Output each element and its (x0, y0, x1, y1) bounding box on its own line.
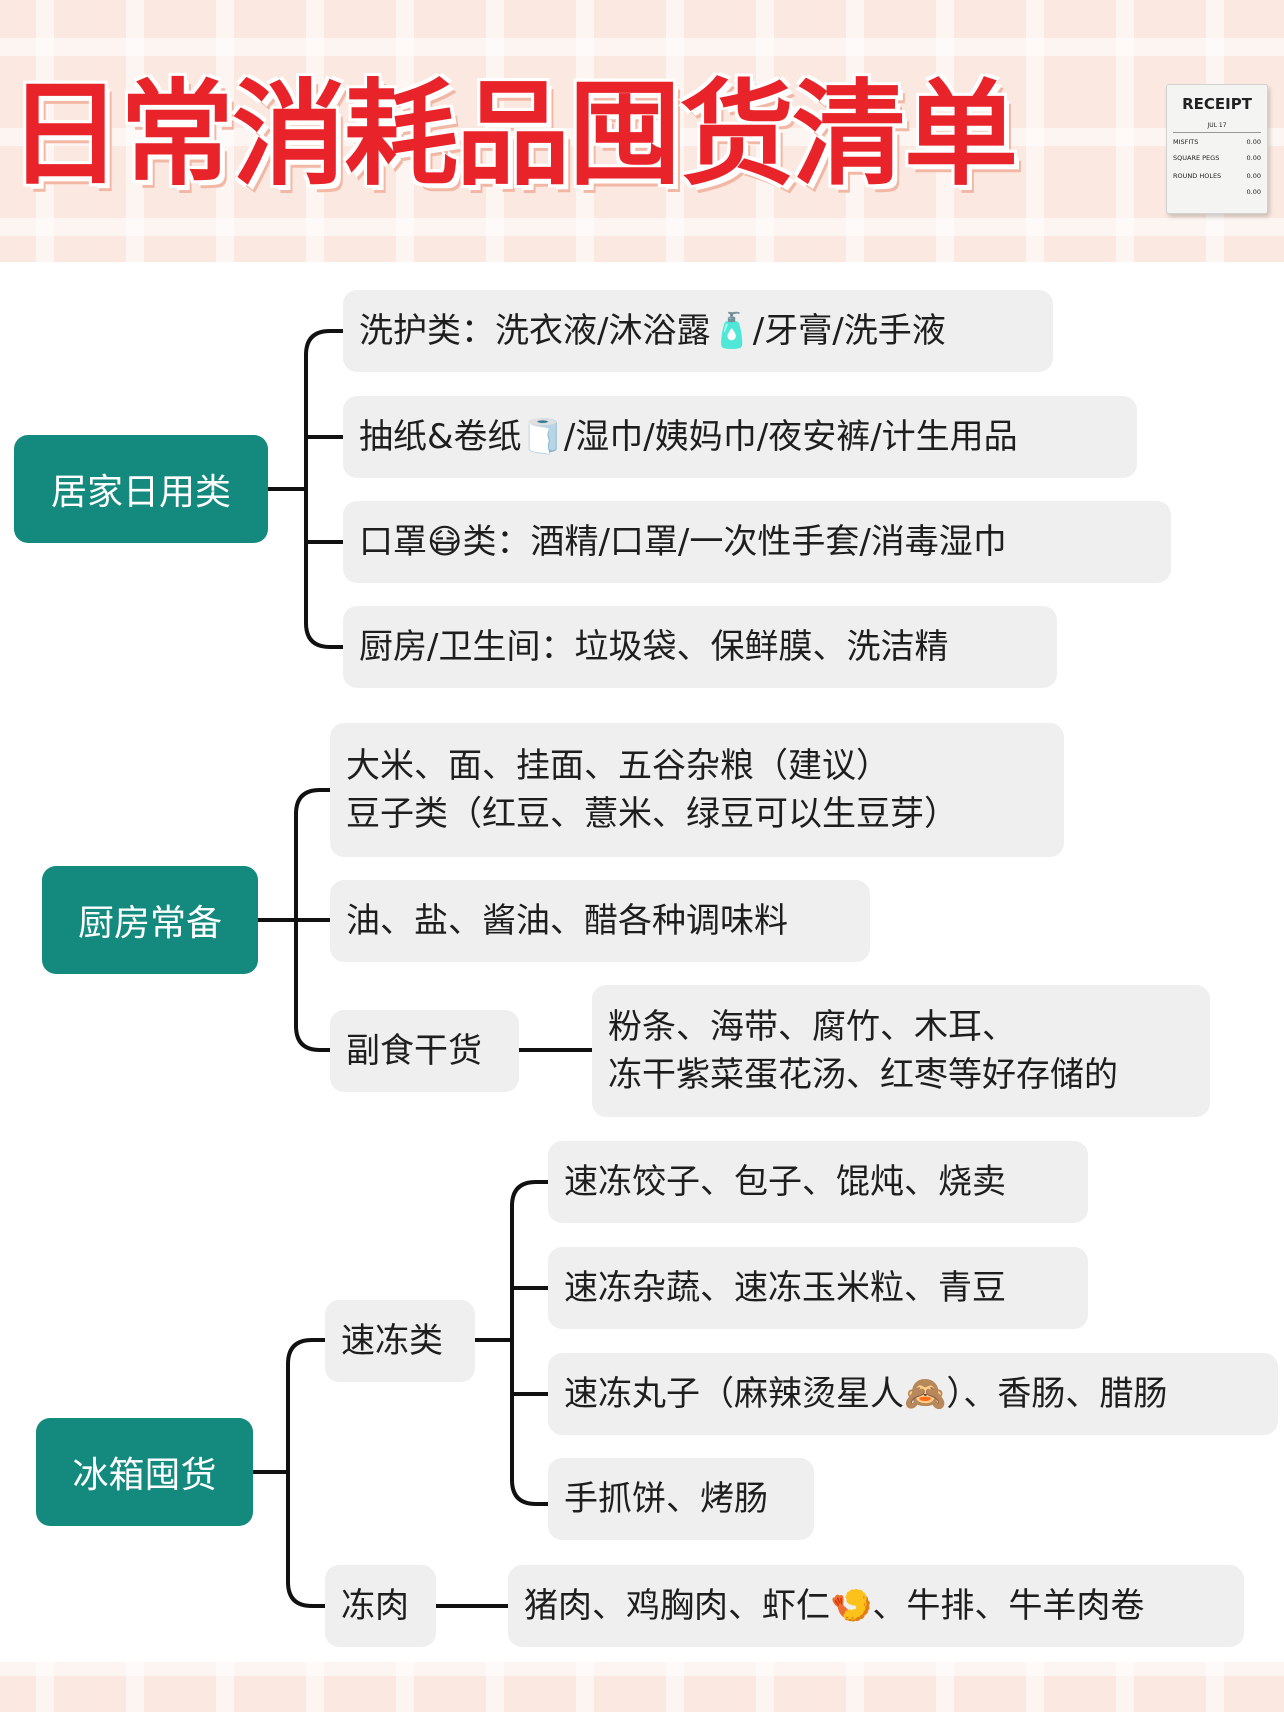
item-dry-goods-detail: 粉条、海带、腐竹、木耳、 冻干紫菜蛋花汤、红枣等好存储的 (592, 985, 1210, 1117)
item-kitchen-bathroom: 厨房/卫生间：垃圾袋、保鲜膜、洗洁精 (343, 606, 1057, 688)
item-dry-goods-line: 粉条、海带、腐竹、木耳、 (608, 1003, 1016, 1051)
item-pancakes-sausage: 手抓饼、烤肠 (548, 1458, 814, 1540)
item-frozen-meat: 冻肉 (325, 1565, 436, 1647)
receipt-heading: RECEIPT (1167, 95, 1267, 113)
item-frozen-dumplings: 速冻饺子、包子、馄炖、烧卖 (548, 1141, 1088, 1223)
item-frozen-meatballs: 速冻丸子（麻辣烫星人🙈）、香肠、腊肠 (548, 1353, 1278, 1435)
group-kitchen-staples: 厨房常备 (42, 866, 258, 974)
item-seasonings: 油、盐、酱油、醋各种调味料 (330, 880, 870, 962)
item-grains: 大米、面、挂面、五谷杂粮（建议） 豆子类（红豆、薏米、绿豆可以生豆芽） (330, 723, 1064, 857)
receipt-rule (1173, 132, 1261, 133)
item-dry-goods-line: 冻干紫菜蛋花汤、红枣等好存储的 (608, 1051, 1118, 1099)
item-dry-goods: 副食干货 (330, 1010, 519, 1092)
receipt-date: JUL 17 (1167, 122, 1267, 129)
item-grains-line: 豆子类（红豆、薏米、绿豆可以生豆芽） (346, 790, 958, 838)
item-frozen-foods: 速冻类 (325, 1300, 475, 1382)
item-toiletries: 洗护类：洗衣液/沐浴露🧴/牙膏/洗手液 (343, 290, 1053, 372)
group-fridge-stock: 冰箱囤货 (36, 1418, 253, 1526)
item-masks: 口罩😷类：酒精/口罩/一次性手套/消毒湿巾 (343, 501, 1171, 583)
page-title: 日常消耗品囤货清单 (8, 78, 1016, 192)
item-frozen-meat-detail: 猪肉、鸡胸肉、虾仁🍤、牛排、牛羊肉卷 (508, 1565, 1244, 1647)
group-home-daily: 居家日用类 (14, 435, 268, 543)
item-paper-products: 抽纸&卷纸🧻/湿巾/姨妈巾/夜安裤/计生用品 (343, 396, 1137, 478)
item-frozen-vegetables: 速冻杂蔬、速冻玉米粒、青豆 (548, 1247, 1088, 1329)
item-grains-line: 大米、面、挂面、五谷杂粮（建议） (346, 742, 890, 790)
